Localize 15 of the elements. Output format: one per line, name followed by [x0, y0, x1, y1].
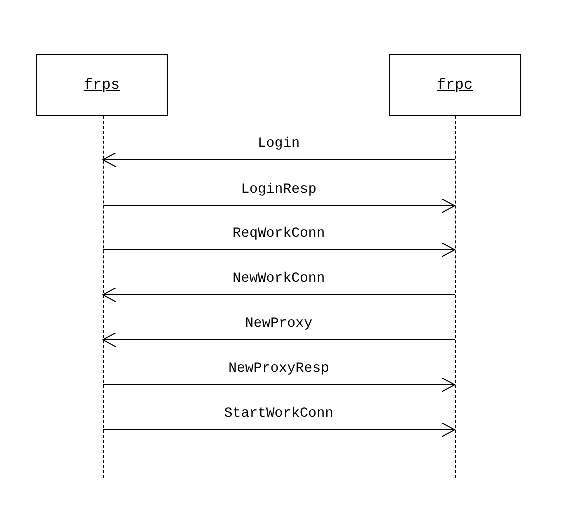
message-arrow	[102, 332, 456, 348]
message-arrow	[102, 198, 456, 214]
participant-name: frpc	[436, 76, 473, 94]
lifeline	[455, 116, 456, 478]
message-arrow	[102, 242, 456, 258]
message-arrow	[102, 152, 456, 168]
participant-name: frps	[84, 76, 120, 94]
participant-box	[389, 54, 521, 116]
message-label: NewProxyResp	[226, 361, 332, 377]
message-label: NewProxy	[243, 316, 315, 332]
participant-box	[36, 54, 168, 116]
message-arrow	[102, 378, 456, 392]
message-arrow	[102, 288, 456, 302]
message-arrow	[102, 422, 456, 438]
lifeline	[103, 116, 104, 478]
